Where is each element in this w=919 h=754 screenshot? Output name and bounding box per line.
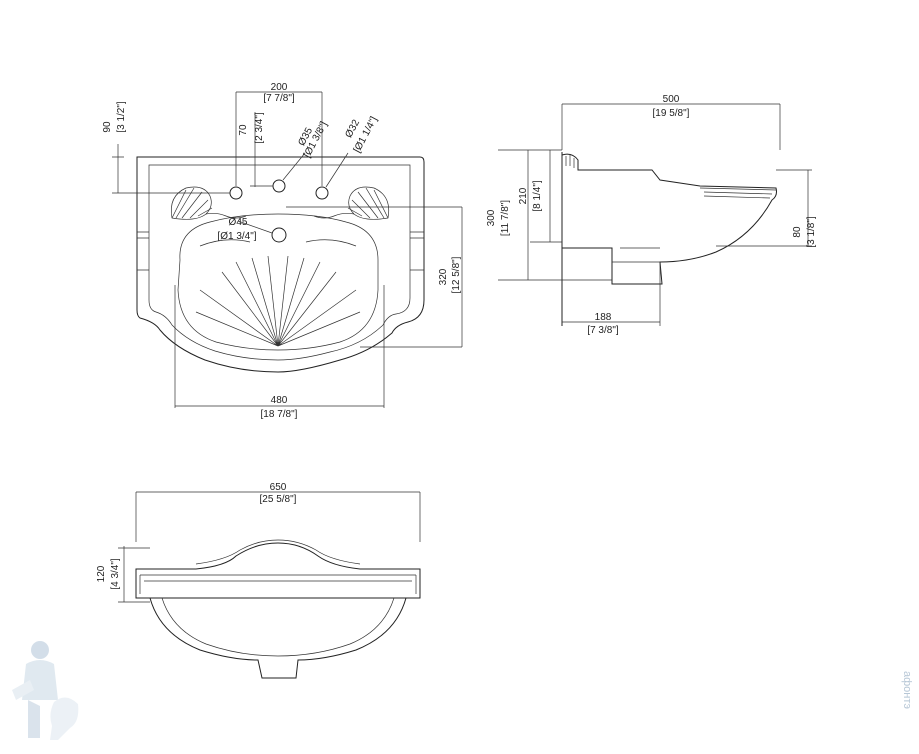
dim-80-inch-label: [3 1/8"] xyxy=(806,216,817,248)
shell-ornament-right xyxy=(313,186,390,220)
dim-650-label: 650 xyxy=(270,482,287,493)
dim-200-label: 200 xyxy=(271,82,288,93)
dim-120-lines xyxy=(118,546,150,603)
basin-inner-rim xyxy=(148,164,411,361)
dim-188-inch-label: [7 3/8"] xyxy=(587,325,619,336)
dim-188-lines xyxy=(562,262,661,326)
front-outline xyxy=(135,542,421,599)
dim-200-inch-label: [7 7/8"] xyxy=(263,93,295,104)
plumber-logo-icon xyxy=(12,641,79,740)
dim-480-label: 480 xyxy=(271,395,288,406)
top-view: 200 [7 7/8"] 90 [3 1/2"] 70 [2 3/4"] Ø35… xyxy=(102,82,463,420)
tap-hole-right xyxy=(315,186,329,200)
basin-outer-outline xyxy=(136,156,425,373)
dim-90-label: 90 xyxy=(102,121,113,133)
tap-hole-center xyxy=(272,179,286,193)
side-body-outline xyxy=(561,153,777,285)
shell-bowl xyxy=(177,213,379,351)
dim-320-label: 320 xyxy=(438,268,449,285)
dim-120-inch-label: [4 3/4"] xyxy=(110,558,121,590)
dim-300-inch-label: [11 7/8"] xyxy=(500,200,511,236)
dim-650-lines xyxy=(135,491,421,542)
dim-320-inch-label: [12 5/8"] xyxy=(451,256,462,293)
dim-480-inch-label: [18 7/8"] xyxy=(261,409,298,420)
dim-300-lines xyxy=(498,149,612,281)
front-bowl xyxy=(149,597,407,679)
dim-500-label: 500 xyxy=(663,94,680,105)
side-inner-bowl xyxy=(612,247,660,263)
watermark-text: афонтэ xyxy=(901,671,913,709)
dim-d45-inch-label: [Ø1 3/4"] xyxy=(217,231,256,242)
front-rim-back xyxy=(195,539,361,565)
dim-d45-label: Ø45 xyxy=(229,217,248,228)
dim-90-lines xyxy=(112,144,230,194)
side-back-details xyxy=(565,154,575,168)
dim-d45-leader xyxy=(237,220,273,234)
dim-650-inch-label: [25 5/8"] xyxy=(260,494,297,505)
tap-hole-left xyxy=(229,186,243,200)
dim-70-lines xyxy=(250,112,273,187)
dim-d35-leader xyxy=(282,152,306,181)
dim-210-label: 210 xyxy=(518,187,529,204)
drain-hole xyxy=(271,227,287,243)
rim-step-left xyxy=(137,231,149,271)
shell-ornament-left xyxy=(170,186,247,220)
dim-70-inch-label: [2 3/4"] xyxy=(254,112,265,144)
dim-188-label: 188 xyxy=(595,312,612,323)
dim-500-lines xyxy=(561,103,781,150)
dim-210-inch-label: [8 1/4"] xyxy=(532,180,543,212)
dim-210-lines xyxy=(530,150,562,243)
watermark: афонтэ xyxy=(901,671,913,709)
dim-120-label: 120 xyxy=(96,565,107,582)
dim-500-inch-label: [19 5/8"] xyxy=(653,108,690,119)
dim-300-label: 300 xyxy=(486,209,497,226)
dim-200-lines xyxy=(235,91,323,186)
front-view: 650 [25 5/8"] 120 [4 3/4"] xyxy=(96,482,421,679)
rim-step-right xyxy=(410,231,424,271)
dim-320-lines xyxy=(286,206,463,348)
dim-70-label: 70 xyxy=(238,124,249,136)
side-rim-top xyxy=(699,187,777,199)
side-view: 500 [19 5/8"] 300 [11 7/8"] 210 [8 1/4"]… xyxy=(486,94,817,336)
dim-90-inch-label: [3 1/2"] xyxy=(116,101,127,133)
dim-80-label: 80 xyxy=(792,226,803,238)
front-bowl-inner xyxy=(161,597,395,657)
front-rim-detail xyxy=(139,574,417,594)
dim-d32-leader xyxy=(325,152,349,188)
dim-80-lines xyxy=(716,169,812,247)
dim-480-lines xyxy=(174,285,385,408)
